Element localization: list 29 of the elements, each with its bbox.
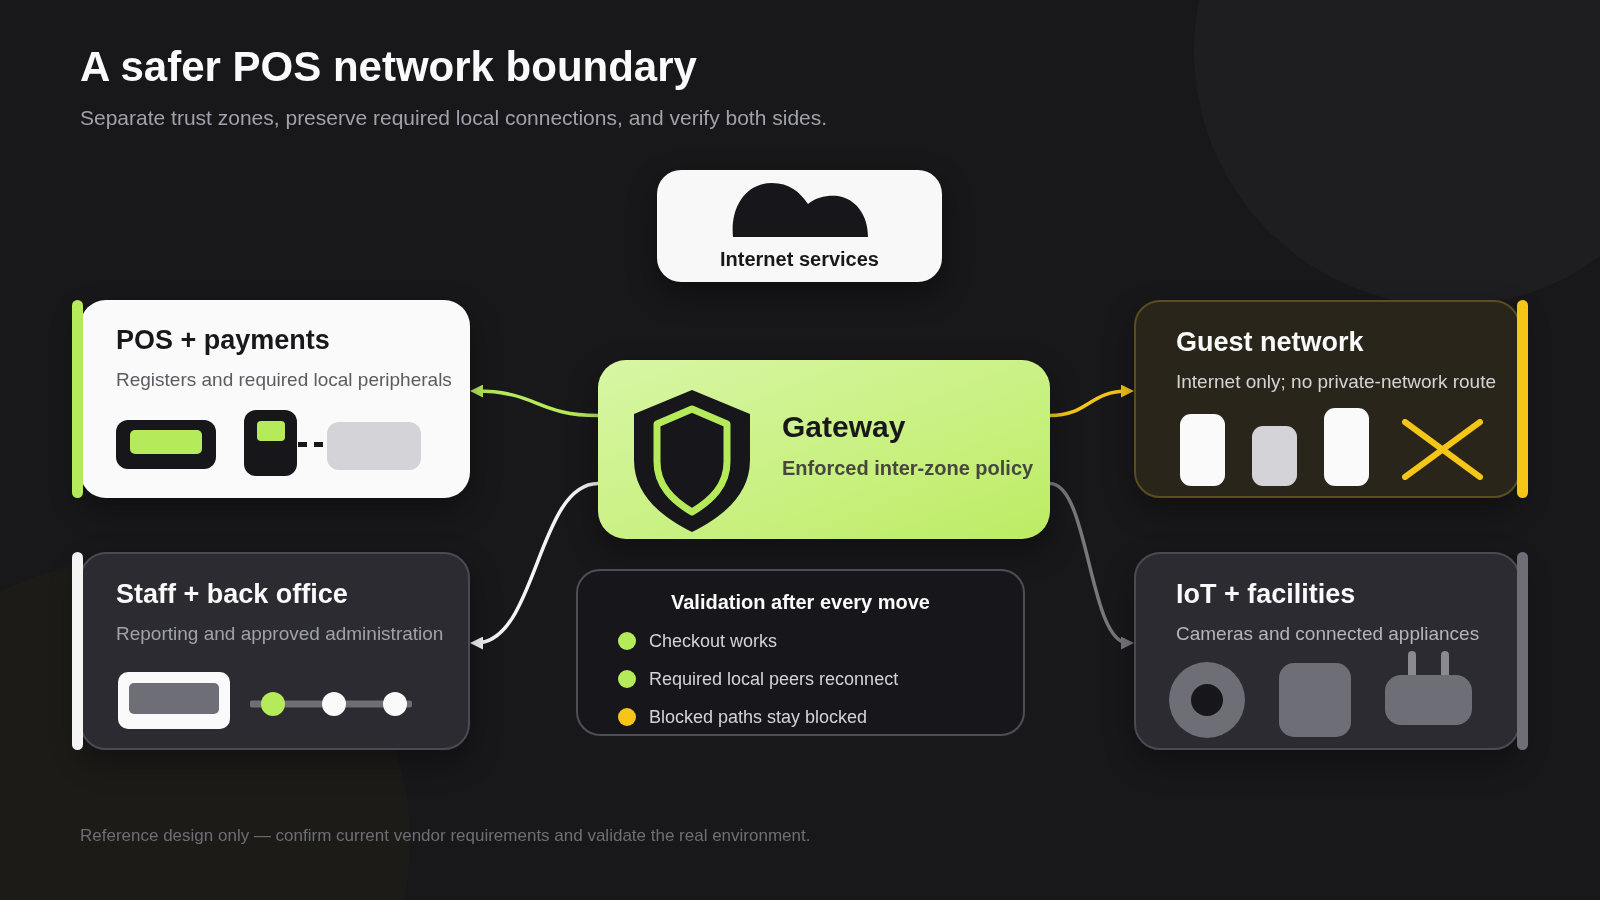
checklist-title: Validation after every move	[670, 590, 931, 614]
arrow	[470, 384, 599, 418]
title: A safer POS network boundary	[80, 42, 697, 92]
checklist-item: Required local peers reconnect	[649, 668, 899, 691]
checklist-panel	[576, 569, 1025, 736]
footnote: Reference design only — confirm current vendor requirements and validate the real environment.	[80, 825, 811, 847]
zone-card	[1134, 552, 1520, 750]
arrow	[470, 481, 599, 648]
card-title: Guest network	[1176, 326, 1365, 358]
gateway-title: Gateway	[782, 409, 907, 445]
zone-card	[80, 552, 470, 750]
card-title: POS + payments	[116, 324, 331, 356]
gateway-box	[598, 360, 1050, 539]
zone-card	[1134, 300, 1520, 498]
card-title: Staff + back office	[116, 578, 349, 610]
gateway-description: Enforced inter-zone policy	[782, 456, 1034, 480]
card-description: Registers and required local peripherals	[116, 368, 453, 391]
subtitle: Separate trust zones, preserve required local connections, and verify both sides.	[80, 105, 828, 131]
card-title: IoT + facilities	[1176, 578, 1357, 610]
card-description: Reporting and approved administration	[116, 622, 445, 645]
zone-card	[80, 300, 470, 498]
checklist-item: Blocked paths stay blocked	[649, 706, 868, 729]
card-description: Cameras and connected appliances	[1176, 622, 1481, 645]
arrow	[1049, 481, 1134, 647]
checklist-item: Checkout works	[649, 630, 778, 653]
card-description: Internet only; no private-network route	[1176, 370, 1497, 393]
service-label: Internet services	[720, 247, 879, 271]
arrow	[1049, 384, 1134, 418]
service-box	[657, 170, 942, 282]
